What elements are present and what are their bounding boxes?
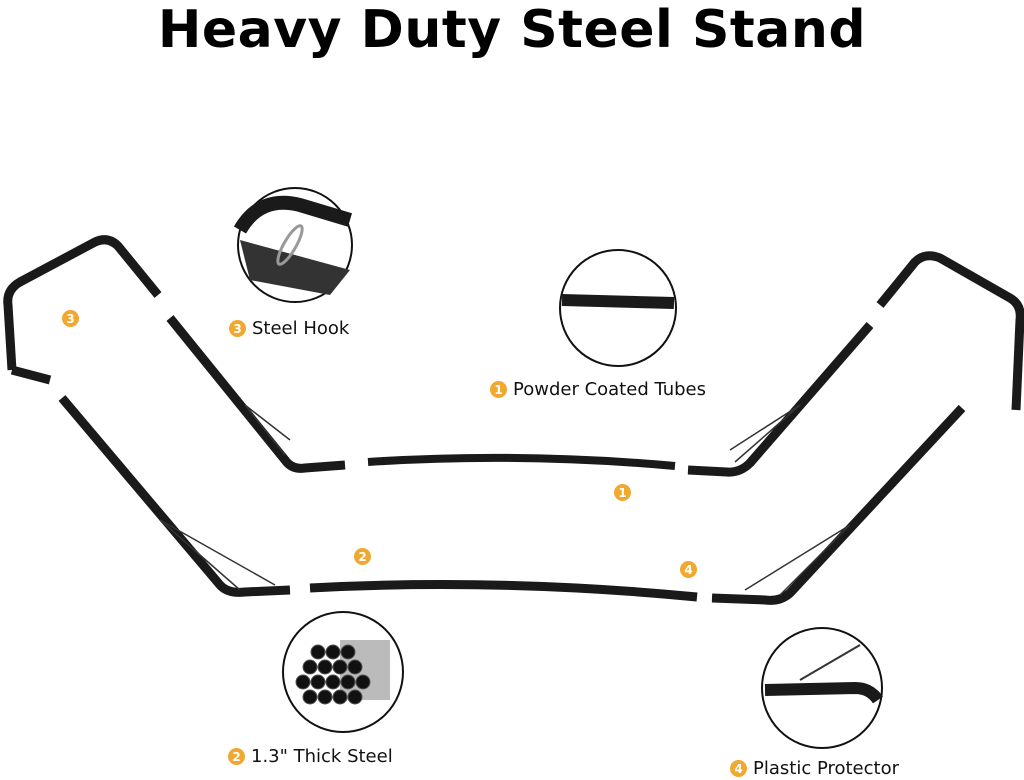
feature-powder-coated-tubes: 1 Powder Coated Tubes [490, 379, 706, 400]
badge-1: 1 [614, 484, 631, 501]
number-badge: 4 [730, 760, 747, 777]
feature-label: Powder Coated Tubes [513, 379, 707, 400]
page-title: Heavy Duty Steel Stand [157, 0, 867, 60]
number-badge: 2 [228, 748, 245, 765]
lower-crossbar [309, 580, 698, 602]
steel-hook-detail [233, 187, 353, 303]
feature-label: Plastic Protector [753, 758, 899, 779]
left-lower-leg [58, 395, 291, 597]
upper-crossbar [367, 453, 676, 470]
badge-3: 3 [62, 310, 79, 327]
left-top-arch [3, 235, 162, 371]
right-top-arch [876, 251, 1024, 411]
feature-label: Steel Hook [252, 318, 350, 339]
right-lower-leg [711, 404, 966, 605]
badge-4: 4 [680, 561, 697, 578]
feature-thick-steel: 2 1.3" Thick Steel [228, 746, 393, 767]
left-upper-arm [166, 315, 346, 473]
powder-tube-detail [559, 249, 677, 367]
number-badge: 3 [229, 320, 246, 337]
feature-plastic-protector: 4 Plastic Protector [730, 758, 899, 779]
plastic-protector-detail [761, 627, 883, 749]
badge-2: 2 [354, 548, 371, 565]
number-badge: 1 [490, 381, 507, 398]
right-upper-arm [687, 322, 874, 477]
feature-steel-hook: 3 Steel Hook [229, 318, 349, 339]
feature-label: 1.3" Thick Steel [251, 746, 393, 767]
thick-steel-detail [282, 611, 404, 733]
